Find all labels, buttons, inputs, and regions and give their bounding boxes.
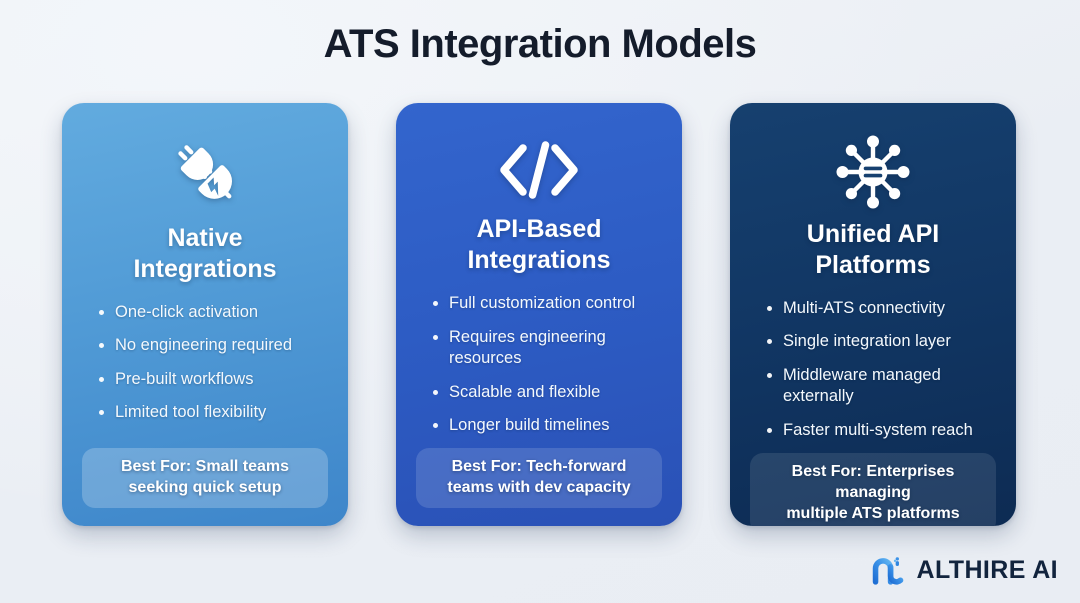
list-item: Requires engineering resources bbox=[432, 327, 658, 370]
cards-row: Native Integrations One-click activation… bbox=[62, 103, 1018, 526]
list-item: No engineering required bbox=[98, 335, 324, 356]
network-hub-icon bbox=[834, 133, 912, 211]
card-title: Native Integrations bbox=[133, 224, 277, 283]
card-unified-api-platforms[interactable]: Unified API Platforms Multi-ATS connecti… bbox=[730, 103, 1016, 526]
best-for-badge: Best For: Small teams seeking quick setu… bbox=[82, 448, 328, 508]
card-title: Unified API Platforms bbox=[806, 220, 940, 279]
list-item: Limited tool flexibility bbox=[98, 402, 324, 423]
feature-list: Multi-ATS connectivity Single integratio… bbox=[750, 298, 996, 453]
best-for-badge: Best For: Tech-forward teams with dev ca… bbox=[416, 448, 662, 508]
list-item: Middleware managed externally bbox=[766, 365, 992, 408]
althire-logo-mark-icon bbox=[872, 557, 903, 585]
code-brackets-icon bbox=[496, 133, 582, 206]
list-item: Single integration layer bbox=[766, 331, 992, 352]
list-item: Pre-built workflows bbox=[98, 369, 324, 390]
list-item: Scalable and flexible bbox=[432, 382, 658, 403]
feature-list: One-click activation No engineering requ… bbox=[82, 302, 328, 448]
list-item: Longer build timelines bbox=[432, 415, 658, 436]
list-item: Multi-ATS connectivity bbox=[766, 298, 992, 319]
card-title: API-Based Integrations bbox=[467, 215, 611, 274]
page-title: ATS Integration Models bbox=[323, 22, 757, 66]
card-native-integrations[interactable]: Native Integrations One-click activation… bbox=[62, 103, 348, 526]
brand-logo[interactable]: ALTHIRE AI bbox=[870, 551, 1059, 589]
best-for-badge: Best For: Enterprises managing multiple … bbox=[750, 453, 996, 526]
list-item: Full customization control bbox=[432, 293, 658, 314]
feature-list: Full customization control Requires engi… bbox=[416, 293, 662, 448]
list-item: One-click activation bbox=[98, 302, 324, 323]
brand-name: ALTHIRE AI bbox=[916, 555, 1058, 584]
plug-connector-icon bbox=[169, 133, 241, 215]
card-api-based-integrations[interactable]: API-Based Integrations Full customizatio… bbox=[396, 103, 682, 526]
list-item: Faster multi-system reach bbox=[766, 420, 992, 441]
